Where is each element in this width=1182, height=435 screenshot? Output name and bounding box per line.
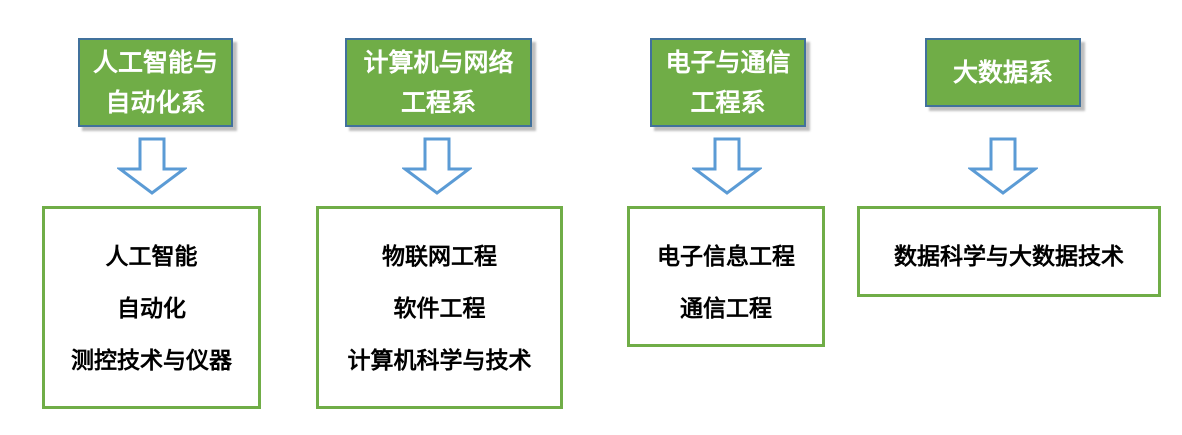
department-box-bigdata: 大数据系 <box>925 38 1081 107</box>
department-label: 计算机与网络 <box>363 47 514 77</box>
department-label: 工程系 <box>690 87 766 117</box>
majors-box-bigdata: 数据科学与大数据技术 <box>857 206 1161 297</box>
major-item: 物联网工程 <box>382 244 497 270</box>
down-arrow-icon <box>968 137 1038 195</box>
major-item: 人工智能 <box>105 244 198 270</box>
major-item: 测控技术与仪器 <box>71 348 232 374</box>
major-item: 电子信息工程 <box>657 244 795 270</box>
down-arrow-icon <box>402 137 472 195</box>
department-label: 工程系 <box>400 87 476 117</box>
majors-box-cs: 物联网工程 软件工程 计算机科学与技术 <box>316 206 563 409</box>
department-box-ee: 电子与通信 工程系 <box>650 38 806 127</box>
majors-box-ee: 电子信息工程 通信工程 <box>627 206 825 347</box>
major-item: 数据科学与大数据技术 <box>894 244 1124 270</box>
department-label: 大数据系 <box>952 57 1053 87</box>
department-label: 电子与通信 <box>665 47 791 77</box>
down-arrow-icon <box>117 137 187 195</box>
major-item: 软件工程 <box>393 296 486 322</box>
department-label: 人工智能与 <box>92 47 218 77</box>
department-label: 自动化系 <box>105 87 206 117</box>
major-item: 计算机科学与技术 <box>347 348 532 374</box>
down-arrow-icon <box>692 137 762 195</box>
major-item: 自动化 <box>117 296 186 322</box>
department-box-cs: 计算机与网络 工程系 <box>345 38 532 127</box>
major-item: 通信工程 <box>680 296 772 322</box>
majors-box-ai: 人工智能 自动化 测控技术与仪器 <box>42 206 261 409</box>
department-box-ai: 人工智能与 自动化系 <box>78 38 233 127</box>
